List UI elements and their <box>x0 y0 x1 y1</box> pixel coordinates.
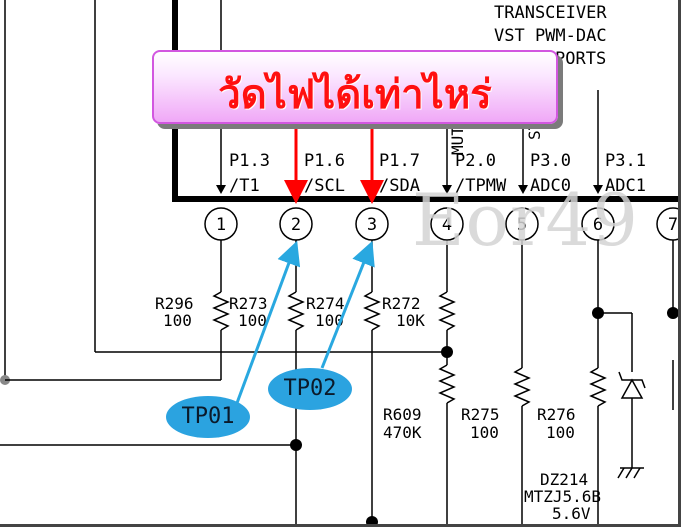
r276-ref: R276 <box>537 405 576 424</box>
banner-text: วัดไฟได้เท่าไหร่ <box>218 72 492 118</box>
pin-2-name-bottom: /SCL <box>304 176 345 196</box>
pin-3-name-bottom: /SDA <box>379 176 420 196</box>
test-point-tp01: TP01 <box>166 396 250 438</box>
r276-value: 100 <box>546 423 575 442</box>
pin-2-name-top: P1.6 <box>304 151 345 171</box>
lower-wiring <box>0 240 674 527</box>
question-banner: วัดไฟได้เท่าไหร่ <box>152 50 558 124</box>
pin-number-6: 6 <box>593 215 603 235</box>
pin-numbers: 1 2 3 4 5 6 7 <box>216 215 678 235</box>
pin-5-name-top: P3.0 <box>530 151 571 171</box>
resistor-labels: R296 100 R273 100 R274 100 R272 10K R609… <box>155 294 601 523</box>
pin-number-5: 5 <box>517 215 527 235</box>
r296-value: 100 <box>163 311 192 330</box>
zener-part: MTZJ5.6B <box>524 487 601 506</box>
pin-arrowheads <box>216 185 603 194</box>
watermark: Eor49 <box>412 178 639 262</box>
zener-voltage: 5.6V <box>552 504 591 523</box>
side-label-st: ST <box>525 120 544 140</box>
pin-number-4: 4 <box>442 215 452 235</box>
r274-ref: R274 <box>306 294 345 313</box>
pin-4-name-top: P2.0 <box>455 151 496 171</box>
pin-3-name-top: P1.7 <box>379 151 420 171</box>
r609-ref: R609 <box>383 405 422 424</box>
chip-label-pwm-dac: VST PWM-DAC <box>494 26 607 46</box>
pin-names: P1.3 /T1 P1.6 /SCL P1.7 /SDA P2.0 /TPMW … <box>229 151 646 196</box>
r273-value: 100 <box>238 311 267 330</box>
pin-number-3: 3 <box>367 215 377 235</box>
chip-label-transceiver: TRANSCEIVER <box>494 3 607 23</box>
r273-ref: R273 <box>229 294 268 313</box>
zener-ref: DZ214 <box>540 470 588 489</box>
pin-4-name-bottom: /TPMW <box>455 176 507 196</box>
blue-pointer-tp01 <box>235 240 301 404</box>
pin-6-name-top: P3.1 <box>605 151 646 171</box>
blue-pointer-tp02 <box>320 240 375 369</box>
pin-number-7: 7 <box>668 215 678 235</box>
r272-value: 10K <box>396 311 425 330</box>
pin-number-1: 1 <box>216 215 226 235</box>
r275-value: 100 <box>470 423 499 442</box>
r609-value: 470K <box>383 423 422 442</box>
pin-1-name-top: P1.3 <box>229 151 270 171</box>
chip-label-ports: PORTS <box>555 49 606 69</box>
side-label-mut: MUT <box>448 126 467 155</box>
pin-1-name-bottom: /T1 <box>229 176 260 196</box>
r275-ref: R275 <box>461 405 500 424</box>
pin-5-name-bottom: ADC0 <box>530 176 571 196</box>
pin-circles <box>204 207 681 241</box>
test-point-tp02: TP02 <box>268 368 352 410</box>
pin-number-2: 2 <box>291 215 301 235</box>
r274-value: 100 <box>315 311 344 330</box>
r296-ref: R296 <box>155 294 194 313</box>
pin-6-name-bottom: ADC1 <box>605 176 646 196</box>
junction-dots <box>290 307 679 527</box>
r272-ref: R272 <box>382 294 421 313</box>
